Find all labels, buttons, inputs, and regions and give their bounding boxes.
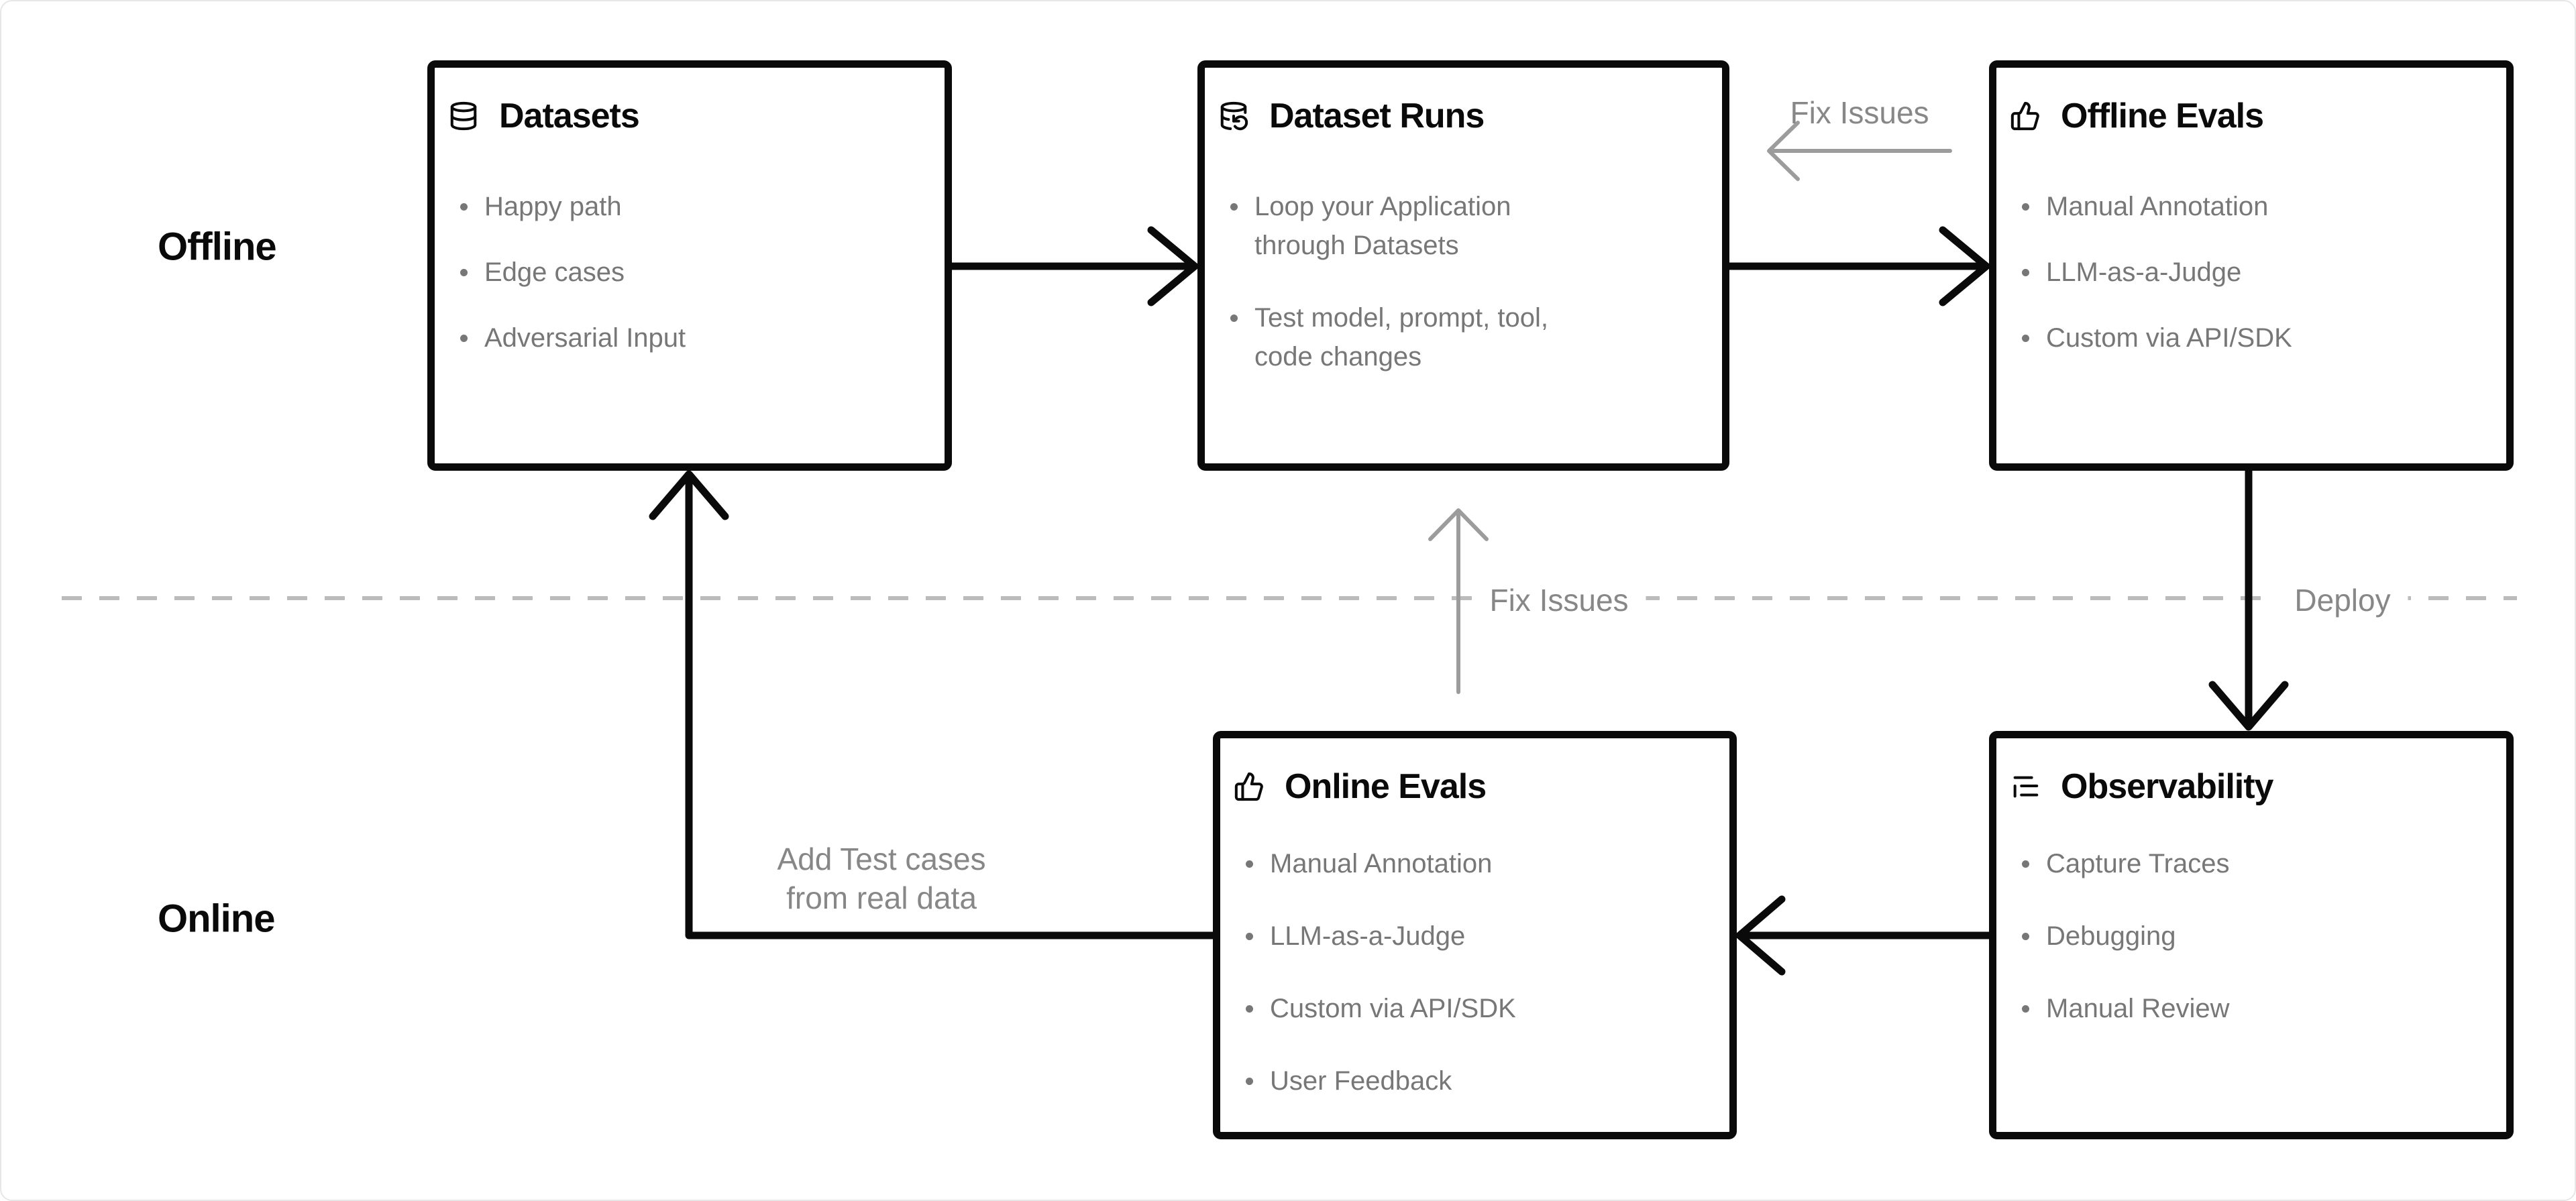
list-item: Manual Annotation: [1240, 844, 1703, 883]
datasets-box: Datasets Happy path Edge cases Adversari…: [427, 60, 952, 471]
offline-evals-list: Manual Annotation LLM-as-a-Judge Custom …: [1996, 187, 2506, 357]
online-evals-title: Online Evals: [1285, 767, 1487, 806]
observability-list: Capture Traces Debugging Manual Review: [1996, 844, 2506, 1028]
offline-evals-title: Offline Evals: [2061, 97, 2264, 135]
offline-evals-box: Offline Evals Manual Annotation LLM-as-a…: [1989, 60, 2514, 471]
list-item: Loop your Application through Datasets: [1225, 187, 1603, 265]
online-evals-box: Online Evals Manual Annotation LLM-as-a-…: [1213, 731, 1737, 1139]
arrow-datasets-to-dataset-runs: [948, 226, 1199, 306]
add-test-cases-line2: from real data: [786, 880, 977, 915]
list-item: Custom via API/SDK: [2017, 319, 2479, 357]
list-item: User Feedback: [1240, 1062, 1703, 1100]
offline-evals-header: Offline Evals: [2010, 96, 2486, 136]
online-section-label: Online: [158, 897, 275, 941]
dataset-runs-title: Dataset Runs: [1269, 97, 1485, 135]
online-evals-header: Online Evals: [1234, 766, 1709, 807]
add-test-cases-line1: Add Test cases: [777, 842, 986, 876]
datasets-header: Datasets: [448, 96, 924, 136]
dataset-runs-header: Dataset Runs: [1218, 96, 1702, 136]
observability-title: Observability: [2061, 767, 2273, 806]
observability-header: Observability: [2010, 766, 2486, 807]
arrow-observability-to-online-evals: [1735, 895, 1993, 976]
dataset-runs-box: Dataset Runs Loop your Application throu…: [1197, 60, 1729, 471]
list-item: Manual Review: [2017, 989, 2479, 1028]
list-item: Happy path: [455, 187, 918, 226]
arrow-fix-issues-offline-evals-to-dataset-runs: [1767, 121, 1952, 181]
add-test-cases-label: Add Test cases from real data: [777, 840, 985, 917]
arrow-fix-issues-online-to-dataset-runs: [1428, 508, 1489, 694]
offline-section-label: Offline: [158, 225, 277, 269]
database-backup-icon: [1220, 101, 1248, 131]
list-item: Capture Traces: [2017, 844, 2479, 883]
list-item: Edge cases: [455, 253, 918, 292]
list-item: Manual Annotation: [2017, 187, 2479, 226]
list-item: Debugging: [2017, 917, 2479, 956]
dataset-runs-list: Loop your Application through Datasets T…: [1205, 187, 1722, 376]
fix-issues-label-top: Fix Issues: [1790, 95, 1929, 130]
fix-issues-label-middle: Fix Issues: [1472, 581, 1646, 620]
arrow-dataset-runs-to-offline-evals: [1725, 226, 1990, 306]
thumbs-up-icon: [1234, 772, 1263, 801]
observability-box: Observability Capture Traces Debugging M…: [1989, 731, 2514, 1139]
list-item: LLM-as-a-Judge: [1240, 917, 1703, 956]
list-item: Adversarial Input: [455, 319, 918, 357]
thumbs-up-icon: [2010, 101, 2039, 131]
online-evals-list: Manual Annotation LLM-as-a-Judge Custom …: [1220, 844, 1729, 1100]
datasets-list: Happy path Edge cases Adversarial Input: [435, 187, 945, 357]
database-icon: [450, 101, 477, 131]
arrow-online-evals-to-datasets: [649, 470, 1217, 939]
list-item: Custom via API/SDK: [1240, 989, 1703, 1028]
datasets-title: Datasets: [499, 97, 640, 135]
list-item: LLM-as-a-Judge: [2017, 253, 2479, 292]
indented-list-icon: [2013, 776, 2039, 798]
list-item: Test model, prompt, tool, code changes: [1225, 298, 1603, 376]
arrow-offline-evals-to-observability: [2208, 467, 2289, 731]
deploy-label: Deploy: [2277, 581, 2408, 620]
